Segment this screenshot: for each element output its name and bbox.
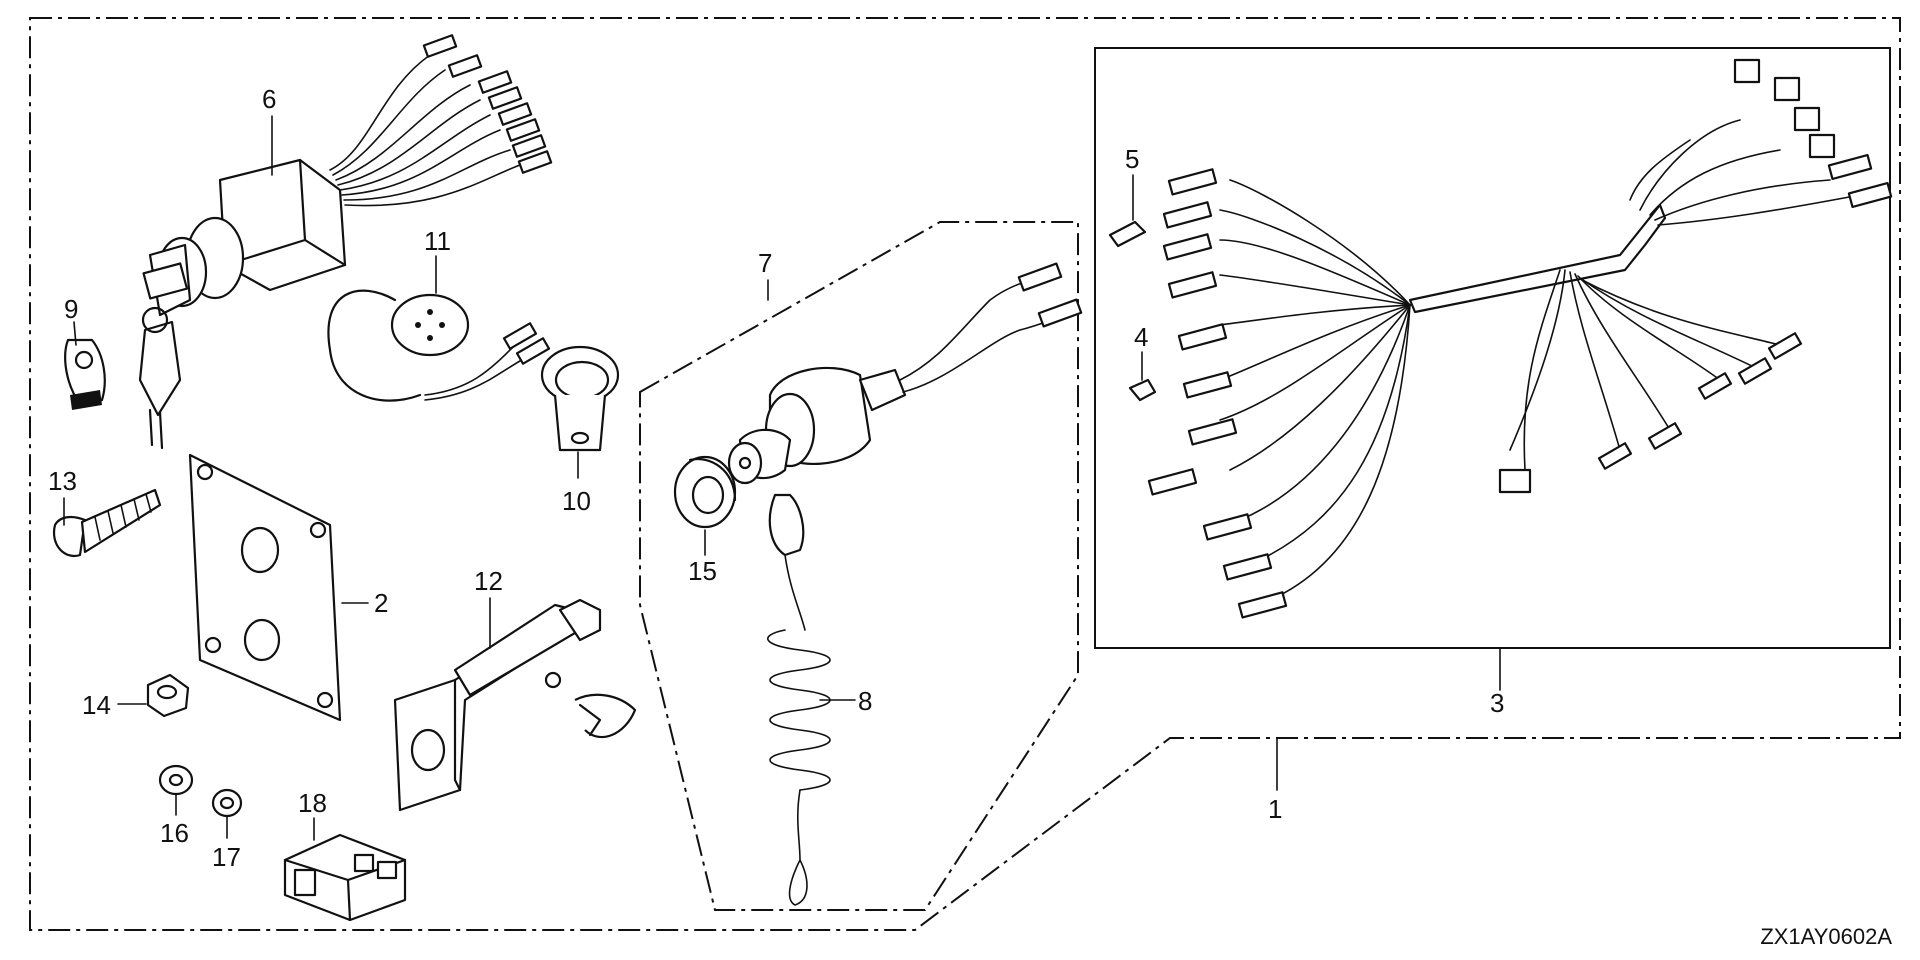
callout-4: 4	[1134, 322, 1148, 352]
part-12-bracket[interactable]	[393, 598, 637, 812]
callout-13: 13	[48, 466, 77, 496]
callout-5: 5	[1125, 144, 1139, 174]
part-16-washer[interactable]	[158, 764, 194, 796]
callout-3: 3	[1490, 688, 1504, 718]
part-5-pin[interactable]	[1108, 220, 1147, 248]
callout-1: 1	[1268, 794, 1282, 824]
callout-16: 16	[160, 818, 189, 848]
switch-subassembly-box	[639, 221, 1079, 911]
callout-15: 15	[688, 556, 717, 586]
callout-17: 17	[212, 842, 241, 872]
part-10-grommet[interactable]	[540, 345, 620, 452]
part-7-stop-switch[interactable]	[727, 262, 1083, 485]
callout-6: 6	[262, 84, 276, 114]
part-17-washer[interactable]	[211, 788, 243, 818]
part-18-connector[interactable]	[283, 833, 407, 922]
part-4-cap[interactable]	[1128, 378, 1157, 402]
part-3-wire-harness[interactable]	[1147, 58, 1893, 619]
callout-7: 7	[758, 248, 772, 278]
callout-12: 12	[474, 566, 503, 596]
assembly-boundary-1	[29, 17, 1901, 931]
part-8-lanyard[interactable]	[766, 493, 831, 906]
callout-10: 10	[562, 486, 591, 516]
callout-18: 18	[298, 788, 327, 818]
callout-2: 2	[374, 588, 388, 618]
callout-8: 8	[858, 686, 872, 716]
harness-box-3	[1094, 47, 1891, 649]
part-13-screw[interactable]	[52, 488, 162, 558]
callout-labels: 6 9 11 10 13 2 12 14 16 17 18 15 7 8 5 4…	[48, 84, 1504, 872]
leader-lines	[63, 115, 1501, 841]
diagram-code: ZX1AY0602A	[1760, 924, 1892, 949]
part-9-clip[interactable]	[64, 338, 106, 410]
part-14-nut[interactable]	[146, 673, 190, 718]
part-6-key-switch[interactable]	[138, 34, 553, 450]
callout-9: 9	[64, 294, 78, 324]
callout-14: 14	[82, 690, 111, 720]
callout-11: 11	[424, 226, 451, 256]
part-11-buzzer[interactable]	[327, 289, 551, 402]
part-2-plate[interactable]	[188, 453, 342, 722]
part-15-ring-nut[interactable]	[673, 455, 737, 529]
